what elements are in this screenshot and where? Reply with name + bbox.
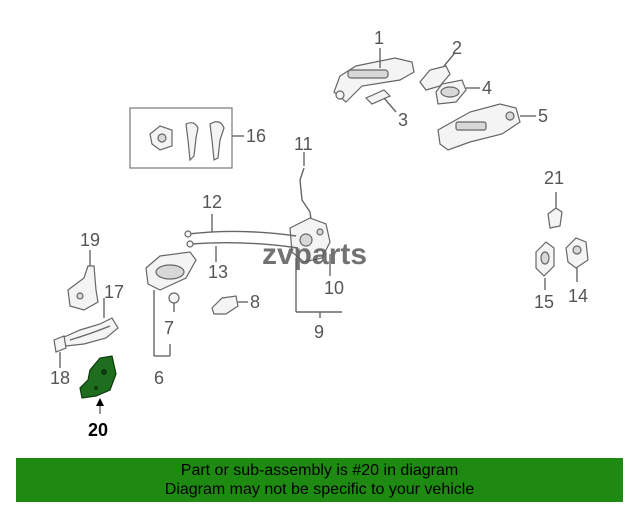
part-19-bracket[interactable] bbox=[67, 265, 99, 311]
callout-18: 18 bbox=[50, 368, 70, 388]
banner-line-2: Diagram may not be specific to your vehi… bbox=[164, 481, 475, 498]
callout-3: 3 bbox=[398, 110, 408, 130]
callout-17: 17 bbox=[104, 282, 124, 302]
callout-9: 9 bbox=[314, 322, 324, 342]
callout-8: 8 bbox=[250, 292, 260, 312]
part-21-small-bracket[interactable] bbox=[547, 207, 563, 229]
callout-21: 21 bbox=[544, 168, 564, 188]
callout-1: 1 bbox=[374, 28, 384, 48]
part-7-screw[interactable] bbox=[168, 292, 180, 312]
callout-12: 12 bbox=[202, 192, 222, 212]
callout-20: 20 bbox=[88, 420, 108, 440]
callout-10: 10 bbox=[324, 278, 344, 298]
callout-13: 13 bbox=[208, 262, 228, 282]
part-8-cover[interactable] bbox=[211, 295, 239, 315]
part-12-13-cables[interactable] bbox=[184, 230, 299, 249]
info-banner: Part or sub-assembly is #20 in diagram D… bbox=[16, 458, 623, 502]
part-10-lock-assembly[interactable] bbox=[289, 217, 331, 263]
callout-4: 4 bbox=[482, 78, 492, 98]
callout-11: 11 bbox=[294, 134, 313, 154]
callout-15: 15 bbox=[534, 292, 554, 312]
part-6-inside-handle[interactable] bbox=[145, 251, 197, 291]
part-5-handle-frame[interactable] bbox=[437, 103, 521, 151]
callout-5: 5 bbox=[538, 106, 548, 126]
callout-14: 14 bbox=[568, 286, 588, 306]
part-14-striker[interactable] bbox=[565, 237, 589, 269]
part-17-link[interactable] bbox=[61, 317, 119, 347]
part-15-cap[interactable] bbox=[535, 241, 555, 277]
watermark-logo: zvparts bbox=[262, 238, 367, 271]
callout-19: 19 bbox=[80, 230, 100, 250]
part-3-pad[interactable] bbox=[364, 89, 392, 105]
part-2-handle-cap[interactable] bbox=[419, 65, 451, 91]
callout-6: 6 bbox=[154, 368, 164, 388]
part-11-rod[interactable] bbox=[299, 167, 313, 227]
banner-line-1: Part or sub-assembly is #20 in diagram bbox=[180, 462, 459, 479]
part-4-bezel[interactable] bbox=[435, 79, 467, 105]
part-18-clip[interactable] bbox=[53, 335, 67, 353]
callout-7: 7 bbox=[164, 318, 174, 338]
callout-2: 2 bbox=[452, 38, 462, 58]
callout-16: 16 bbox=[246, 126, 266, 146]
part-16-key-set[interactable] bbox=[129, 107, 233, 169]
watermark-text: zvparts bbox=[262, 238, 367, 271]
part-1-outside-handle[interactable] bbox=[333, 57, 415, 103]
part-20-latch-highlighted[interactable] bbox=[79, 355, 117, 399]
